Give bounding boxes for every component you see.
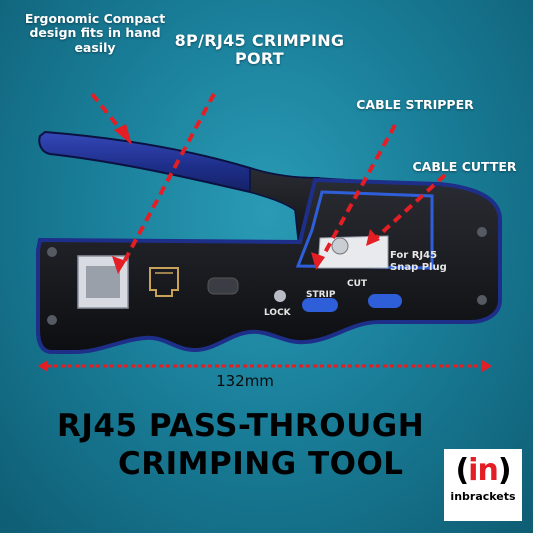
rj45-port-icon bbox=[149, 267, 179, 297]
title-line-2: CRIMPING TOOL bbox=[118, 446, 404, 482]
lock-label: LOCK bbox=[264, 308, 292, 318]
strip-label: STRIP bbox=[306, 290, 336, 300]
snap-plug-label-1: For RJ45 bbox=[390, 250, 437, 261]
brand-logo: (in) inbrackets bbox=[444, 449, 522, 521]
stripper-arrow bbox=[320, 124, 397, 259]
cutter-arrow bbox=[374, 173, 447, 240]
cutter-callout: CABLE CUTTER bbox=[412, 159, 517, 174]
cut-label: CUT bbox=[347, 279, 368, 289]
callout-arrows bbox=[90, 92, 447, 263]
arrow-heads bbox=[112, 124, 380, 274]
screw-icon bbox=[477, 295, 487, 305]
strip-slot bbox=[302, 298, 338, 312]
measurement-line bbox=[38, 360, 492, 372]
port-arrow bbox=[122, 93, 216, 263]
port-callout: 8P/RJ45 CRIMPING PORT bbox=[174, 31, 345, 69]
lock-slider[interactable] bbox=[207, 277, 239, 295]
screw-icon bbox=[47, 315, 57, 325]
ergonomic-arrow bbox=[90, 92, 127, 137]
logo-mark: (in) bbox=[455, 453, 511, 488]
screw-icon bbox=[477, 227, 487, 237]
main-body bbox=[36, 177, 502, 354]
logo-brand-name: inbrackets bbox=[450, 490, 516, 503]
snap-plug-label-2: Snap Plug bbox=[390, 262, 447, 273]
ergonomic-callout: Ergonomic Compact design fits in hand ea… bbox=[24, 11, 166, 55]
title-line-1: RJ45 PASS-THROUGH bbox=[57, 408, 425, 444]
length-measurement: 132mm bbox=[216, 372, 274, 390]
rj45-crimp-cavity bbox=[86, 266, 120, 298]
blade-screw bbox=[331, 237, 349, 255]
screw-icon bbox=[47, 247, 57, 257]
lock-pin bbox=[274, 290, 286, 302]
stripper-callout: CABLE STRIPPER bbox=[356, 97, 474, 112]
cut-slot bbox=[368, 294, 402, 308]
